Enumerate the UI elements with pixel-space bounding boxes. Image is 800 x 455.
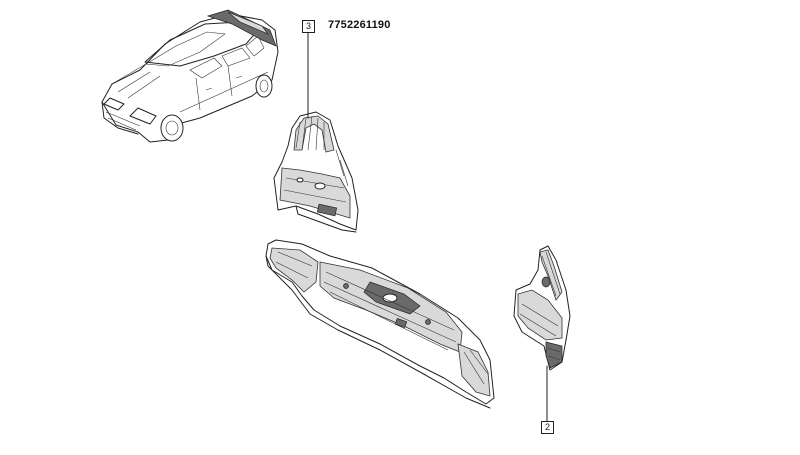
part-number-label: 7752261190 — [328, 19, 391, 31]
callout-2[interactable]: 2 — [541, 421, 554, 434]
car-illustration — [101, 9, 279, 143]
leader-lines — [307, 32, 548, 422]
right-rear-bracket — [513, 245, 571, 371]
upper-rear-bracket — [273, 111, 359, 233]
callout-3[interactable]: 3 — [302, 20, 315, 33]
rear-cross-member — [265, 239, 495, 409]
